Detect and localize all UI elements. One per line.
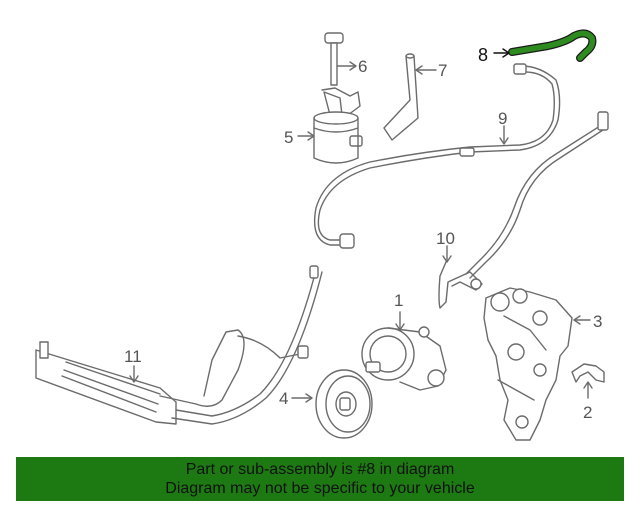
part-7-hose	[383, 53, 437, 141]
callout-label: 2	[583, 403, 592, 422]
callout-label: 10	[436, 229, 455, 248]
banner-line-2: Diagram may not be specific to your vehi…	[165, 480, 475, 497]
part-3-bracket	[483, 287, 591, 441]
parts-diagram: 1 2 3 4 5 6 7 8 9 10 11	[35, 29, 609, 441]
part-6-dipstick	[324, 32, 357, 86]
callout-label: 9	[498, 109, 507, 128]
callout-label: 4	[279, 389, 288, 408]
part-1-pump	[361, 311, 447, 391]
part-4-pulley	[291, 369, 373, 439]
banner-line-1: Part or sub-assembly is #8 in diagram	[185, 461, 455, 478]
part-11-cooler	[35, 265, 323, 425]
callout-label: 3	[593, 312, 602, 331]
part-8-hose-highlighted	[493, 29, 597, 62]
callout-label-highlighted: 8	[478, 45, 488, 65]
callout-label: 5	[284, 128, 293, 147]
part-5-reservoir	[297, 87, 363, 164]
callout-label: 6	[358, 57, 367, 76]
part-9-pressure-line	[313, 63, 561, 249]
part-10-fitting	[438, 245, 483, 309]
callout-label: 11	[124, 347, 142, 366]
callout-label: 1	[394, 291, 403, 310]
part-2-clip	[571, 363, 605, 399]
info-banner: Part or sub-assembly is #8 in diagram Di…	[16, 457, 624, 501]
part-9-branch-line	[465, 111, 609, 279]
callout-label: 7	[438, 61, 447, 80]
